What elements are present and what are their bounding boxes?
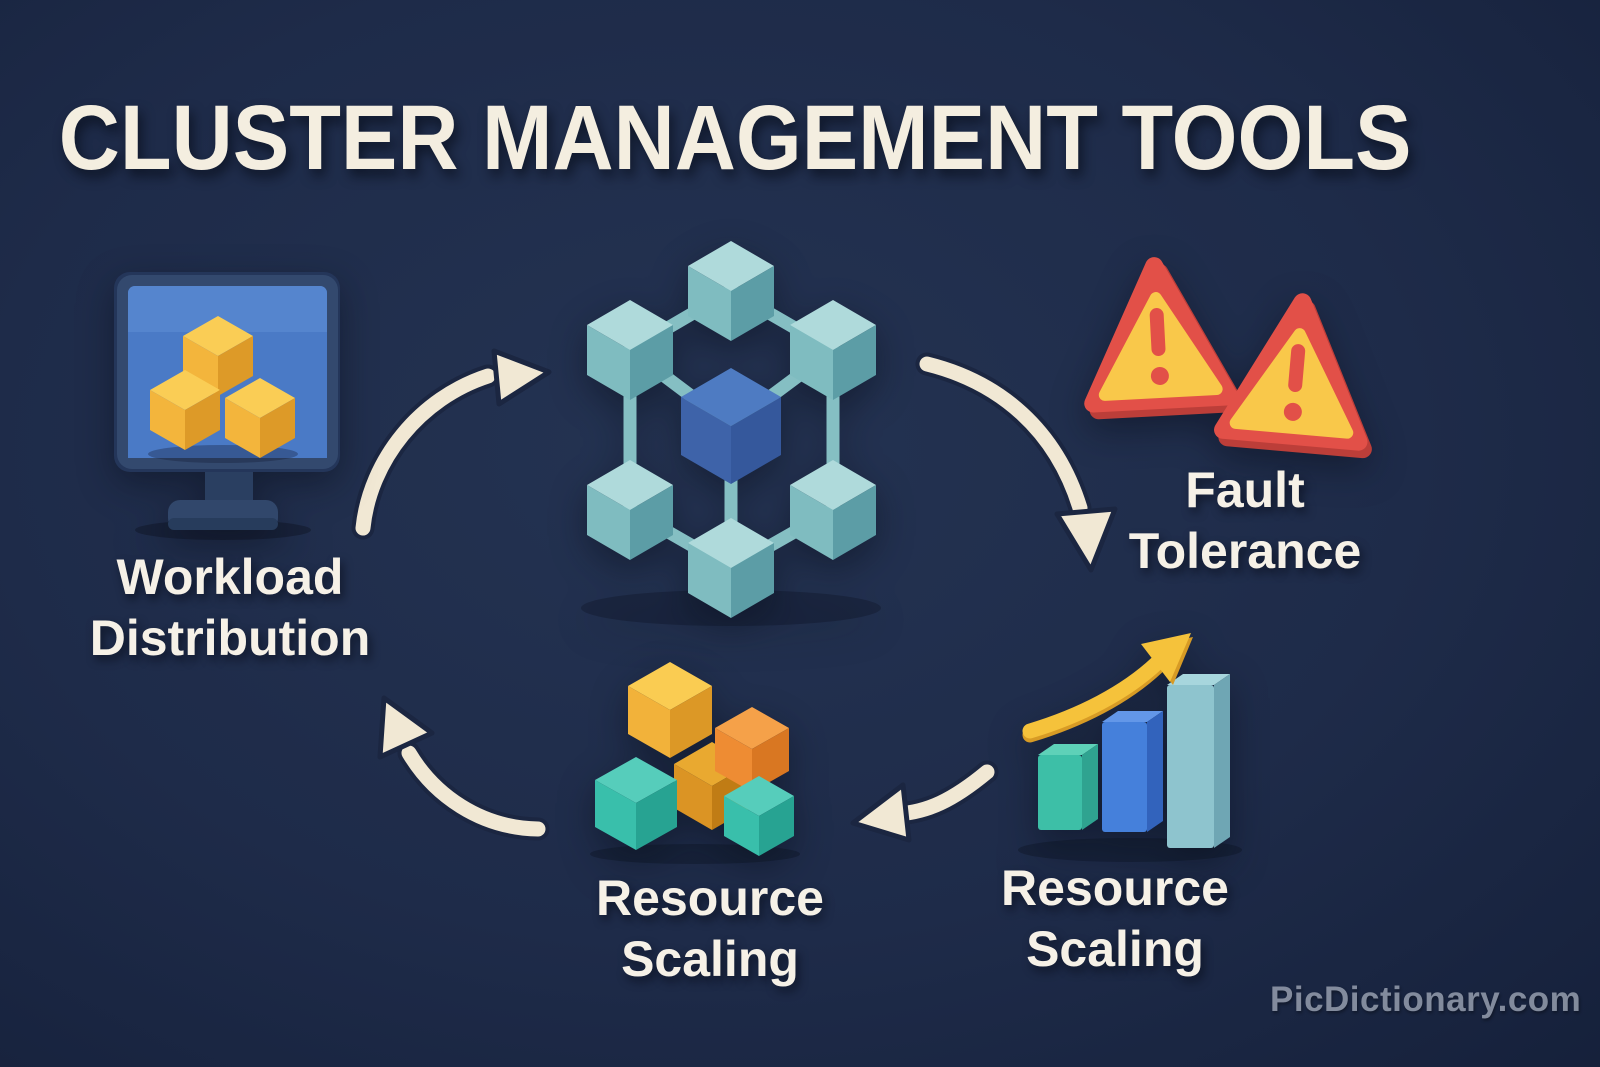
label-scaling-chart-line1: Resource xyxy=(1001,860,1229,916)
cluster-node-top xyxy=(688,241,774,341)
label-resource-scaling-chart: Resource Scaling xyxy=(930,858,1300,980)
block-teal-left xyxy=(595,757,677,850)
workload-cubes xyxy=(148,316,298,463)
bar-green xyxy=(1038,744,1098,830)
block-orange xyxy=(715,707,789,792)
monitor-stand xyxy=(168,462,278,530)
cluster-node-lower-left xyxy=(587,460,673,560)
watermark: PicDictionary.com xyxy=(1270,980,1582,1019)
label-workload-line2: Distribution xyxy=(89,610,371,666)
label-fault-line1: Fault xyxy=(1185,462,1305,518)
bar-blue xyxy=(1102,711,1163,832)
label-fault-line2: Tolerance xyxy=(1128,523,1362,579)
yellow-cube-left xyxy=(150,370,220,450)
arrow-cubes-to-workload xyxy=(377,695,550,841)
label-resource-scaling-cubes: Resource Scaling xyxy=(520,868,900,990)
exclamation-dot xyxy=(1283,402,1302,421)
cluster-node-lower-right xyxy=(790,460,876,560)
arrow-chart-to-cubes xyxy=(850,760,999,843)
rising-bar-chart-icon xyxy=(1018,633,1242,862)
yellow-cube-right xyxy=(225,378,295,458)
block-teal-right xyxy=(724,776,794,856)
block-yellow xyxy=(628,662,712,758)
label-scaling-cubes-line1: Resource xyxy=(596,870,824,926)
cluster-master-node-blue xyxy=(681,368,781,484)
network-cluster-cubes-icon xyxy=(581,241,881,626)
monitor-with-cubes-icon xyxy=(114,272,340,540)
label-workload-line1: Workload xyxy=(116,549,344,605)
warning-triangles-icon xyxy=(1084,257,1372,459)
arrow-cluster-to-fault xyxy=(915,352,1118,573)
arrow-workload-to-cluster xyxy=(351,348,552,540)
label-scaling-cubes-line2: Scaling xyxy=(621,931,799,987)
stacked-blocks-icon xyxy=(590,662,800,864)
page-title: CLUSTER MANAGEMENT TOOLS xyxy=(0,86,1440,191)
exclamation-dot xyxy=(1150,366,1169,385)
label-fault-tolerance: Fault Tolerance xyxy=(1040,460,1450,582)
page-title-text: CLUSTER MANAGEMENT TOOLS xyxy=(58,87,1412,189)
label-workload-distribution: Workload Distribution xyxy=(25,547,435,669)
growth-arrow xyxy=(1022,633,1193,743)
label-scaling-chart-line2: Scaling xyxy=(1026,921,1204,977)
exclamation-stem xyxy=(1149,308,1166,356)
exclamation-stem xyxy=(1288,344,1306,392)
cluster-node-upper-right xyxy=(790,300,876,400)
warning-triangle-2 xyxy=(1214,293,1372,459)
cluster-node-upper-left xyxy=(587,300,673,400)
warning-triangle-1 xyxy=(1084,257,1244,420)
bar-teal-tall xyxy=(1167,674,1230,848)
cluster-node-bottom xyxy=(688,518,774,618)
